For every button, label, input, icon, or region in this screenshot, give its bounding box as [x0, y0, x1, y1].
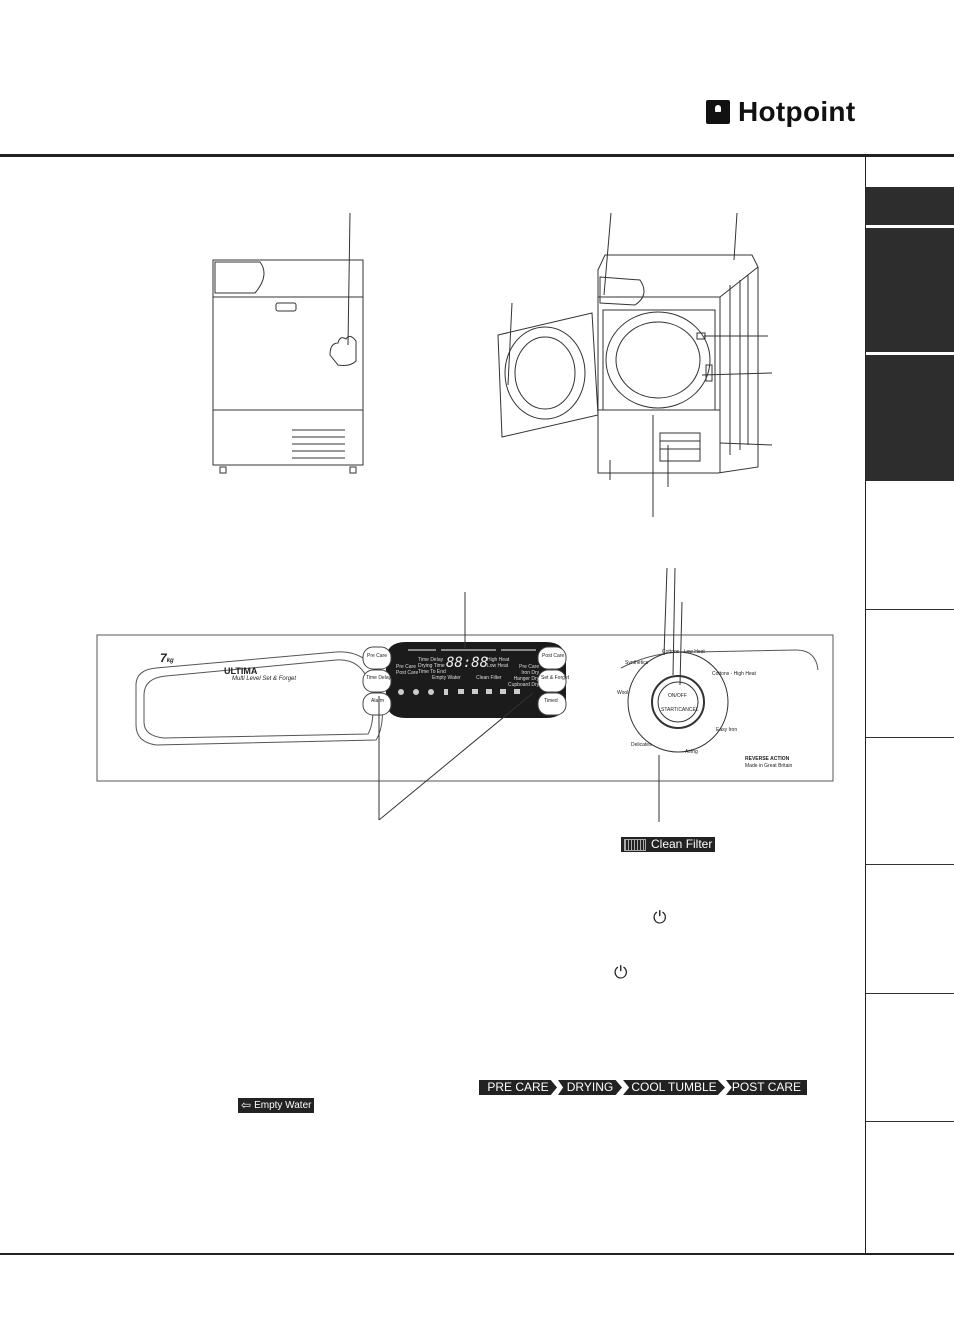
side-tab-divider [866, 737, 954, 738]
side-tab-1[interactable] [866, 187, 954, 225]
programme-cottons-high[interactable]: Cottons - High Heat [712, 671, 756, 677]
hotpoint-logo-icon [706, 100, 730, 124]
empty-water-indicator: ⇦ Empty Water [238, 1098, 315, 1113]
side-tab-divider [866, 864, 954, 865]
display-heat-labels: High Heat Low Heat [487, 657, 510, 669]
display-programme-icons [398, 689, 520, 695]
display-right-labels: Pre Care Iron Dry Hanger Dry Cupboard Dr… [508, 664, 540, 688]
side-tab-divider [866, 609, 954, 610]
empty-water-icon: ⇦ [241, 1098, 252, 1112]
side-tab-2[interactable] [866, 228, 954, 352]
display-empty-water: Empty Water [432, 675, 461, 681]
power-icon: ⏻ [653, 908, 667, 927]
programme-wool[interactable]: Wool [617, 690, 629, 696]
clean-filter-indicator: Clean Filter [621, 837, 716, 852]
side-tab-rule [865, 157, 866, 1253]
made-in-label: Made in Great Britain [745, 763, 793, 769]
model-name: ULTIMA [224, 666, 258, 676]
display-digits: 88:88 [446, 655, 489, 671]
stage-pre-care: PRE CARE [479, 1080, 557, 1095]
stage-cool-tumble: COOL TUMBLE [623, 1080, 725, 1095]
start-cancel-button[interactable]: START/CANCEL [661, 707, 699, 713]
brand-name: Hotpoint [738, 96, 856, 127]
side-tab-divider [866, 1121, 954, 1122]
post-care-button[interactable]: Post Care [542, 653, 565, 659]
stage-post-care: POST CARE [726, 1080, 807, 1095]
panel-leader-lines [378, 567, 683, 822]
programme-airing[interactable]: Airing [685, 749, 698, 755]
dryer-front-illustration [212, 212, 364, 474]
side-tab-3[interactable] [866, 355, 954, 481]
timed-button[interactable]: Timed [544, 698, 558, 704]
model-tagline: Multi Level Set & Forget [232, 676, 297, 682]
on-off-button[interactable]: ON/OFF [668, 693, 687, 699]
capacity-label: 7kg [160, 651, 174, 665]
reverse-action-label: REVERSE ACTION [745, 756, 790, 762]
stage-drying: DRYING [558, 1080, 622, 1095]
programme-cottons-low[interactable]: Cottons - Low Heat [662, 649, 705, 655]
display-clean-filter: Clean Filter [476, 675, 502, 681]
header-rule [0, 154, 954, 157]
dryer-open-door-illustration [497, 212, 773, 517]
clean-filter-icon [624, 838, 646, 851]
control-panel-illustration [96, 634, 834, 782]
footer-rule [0, 1253, 954, 1255]
display-center-labels: Time Delay Drying Time Time To End [418, 657, 446, 675]
alarm-button[interactable]: Alarm [371, 698, 385, 704]
time-delay-button[interactable]: Time Delay [366, 675, 392, 681]
power-icon: ⏻ [614, 963, 628, 982]
display-left-labels: Pre Care Post Care [396, 664, 419, 676]
programme-delicates[interactable]: Delicates [631, 742, 652, 748]
hotpoint-logo: Hotpoint [706, 98, 855, 126]
set-forget-button[interactable]: Set & Forget [541, 675, 570, 681]
programme-easy-iron[interactable]: Easy Iron [716, 727, 738, 733]
pre-care-button[interactable]: Pre Care [367, 653, 388, 659]
programme-synthetics[interactable]: Synthetics [625, 660, 649, 666]
side-tab-divider [866, 993, 954, 994]
